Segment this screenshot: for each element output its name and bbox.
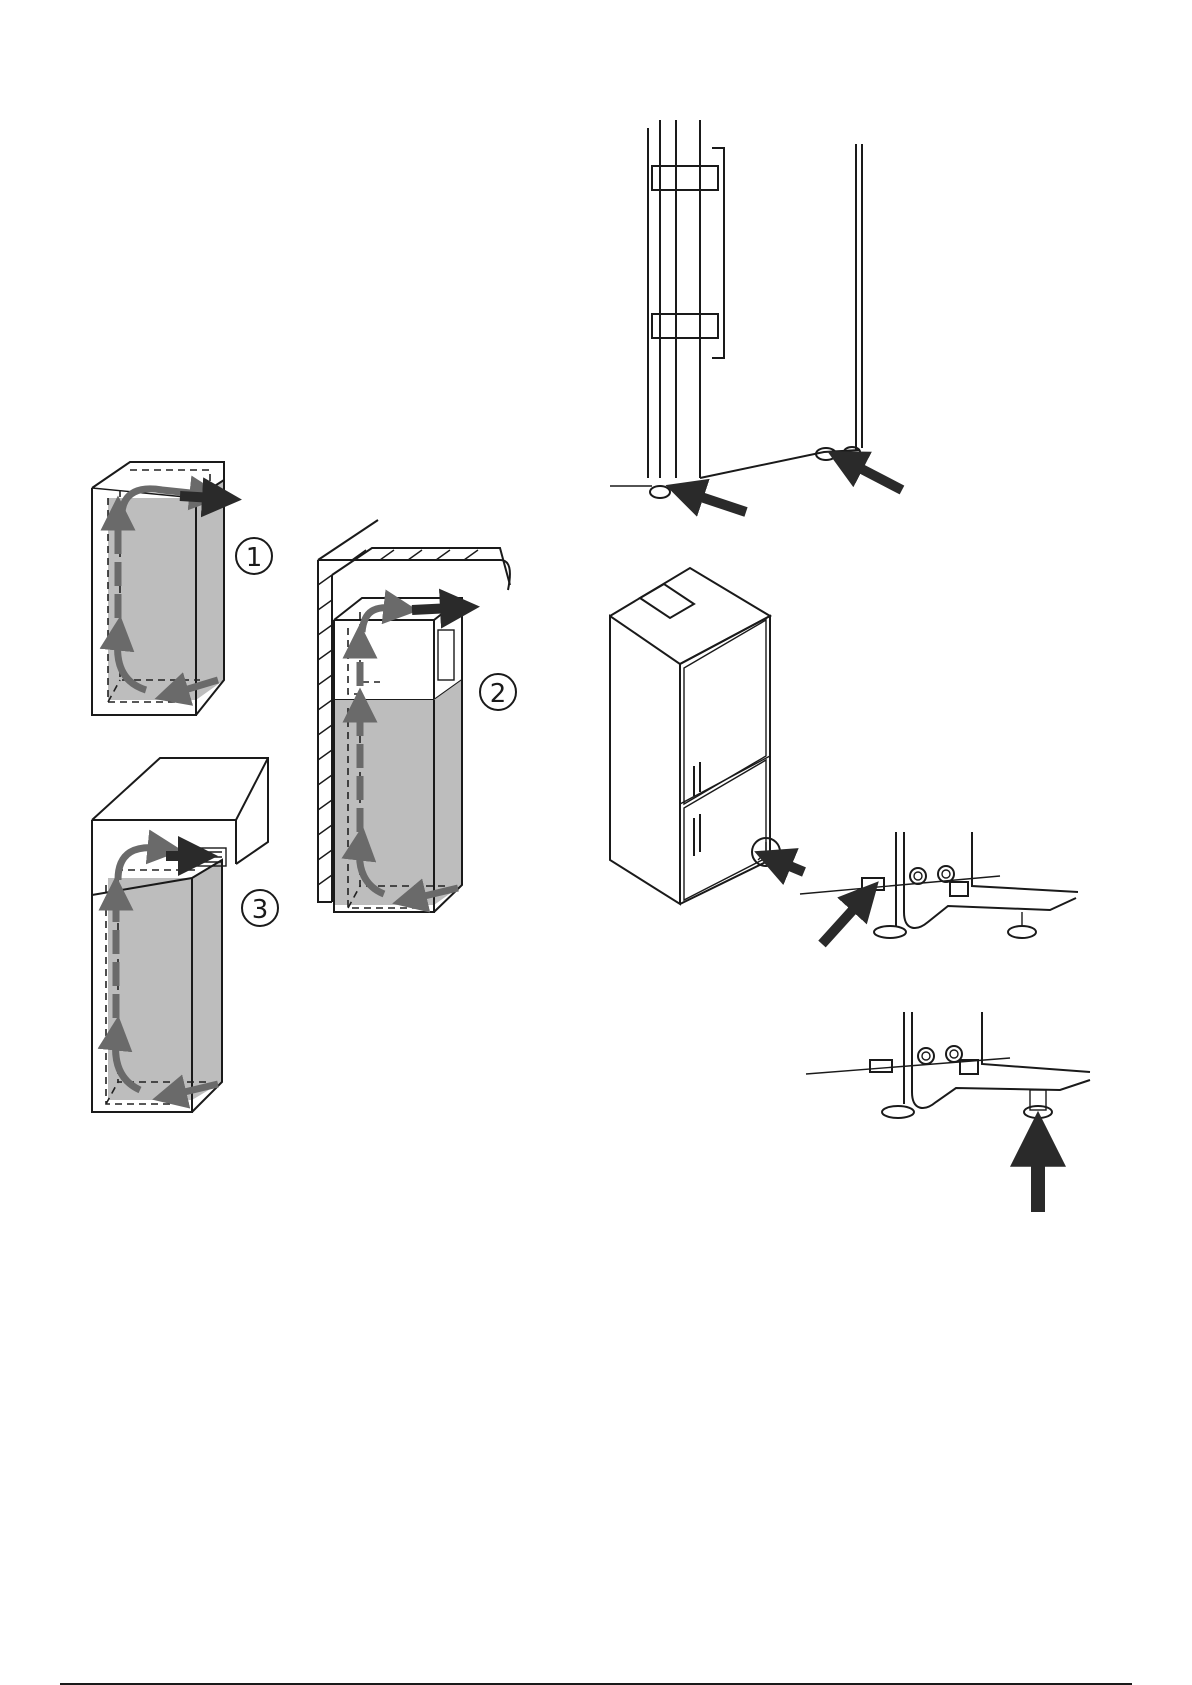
arrow-icon [852, 464, 902, 490]
foot-adjustment-figure [806, 1012, 1090, 1212]
leveling-foot [650, 486, 670, 498]
hinge-block [652, 314, 718, 338]
wall-hatching [318, 575, 332, 885]
door-feet-figure [610, 120, 902, 512]
figure-3-label: 3 [252, 895, 269, 925]
fridge-leveling-figure [610, 568, 1078, 944]
figure-2-label: 2 [490, 679, 507, 709]
ventilation-figure-3: 3 [92, 758, 278, 1112]
adjustment-bolt [870, 1060, 892, 1072]
ventilation-figure-2: 2 [318, 520, 516, 912]
arrow-icon [780, 862, 804, 872]
ventilation-figure-1: 1 [92, 462, 272, 715]
arrow-icon [822, 902, 860, 944]
vent-grille [438, 630, 454, 680]
leveling-foot [874, 926, 906, 938]
figure-1-label: 1 [246, 543, 263, 573]
arrow-icon [692, 494, 746, 512]
leveling-foot [882, 1106, 914, 1118]
leveling-foot [1008, 926, 1036, 938]
leveling-foot [1024, 1106, 1052, 1118]
ceiling-hatching [352, 550, 478, 560]
hinge-block [652, 166, 718, 190]
